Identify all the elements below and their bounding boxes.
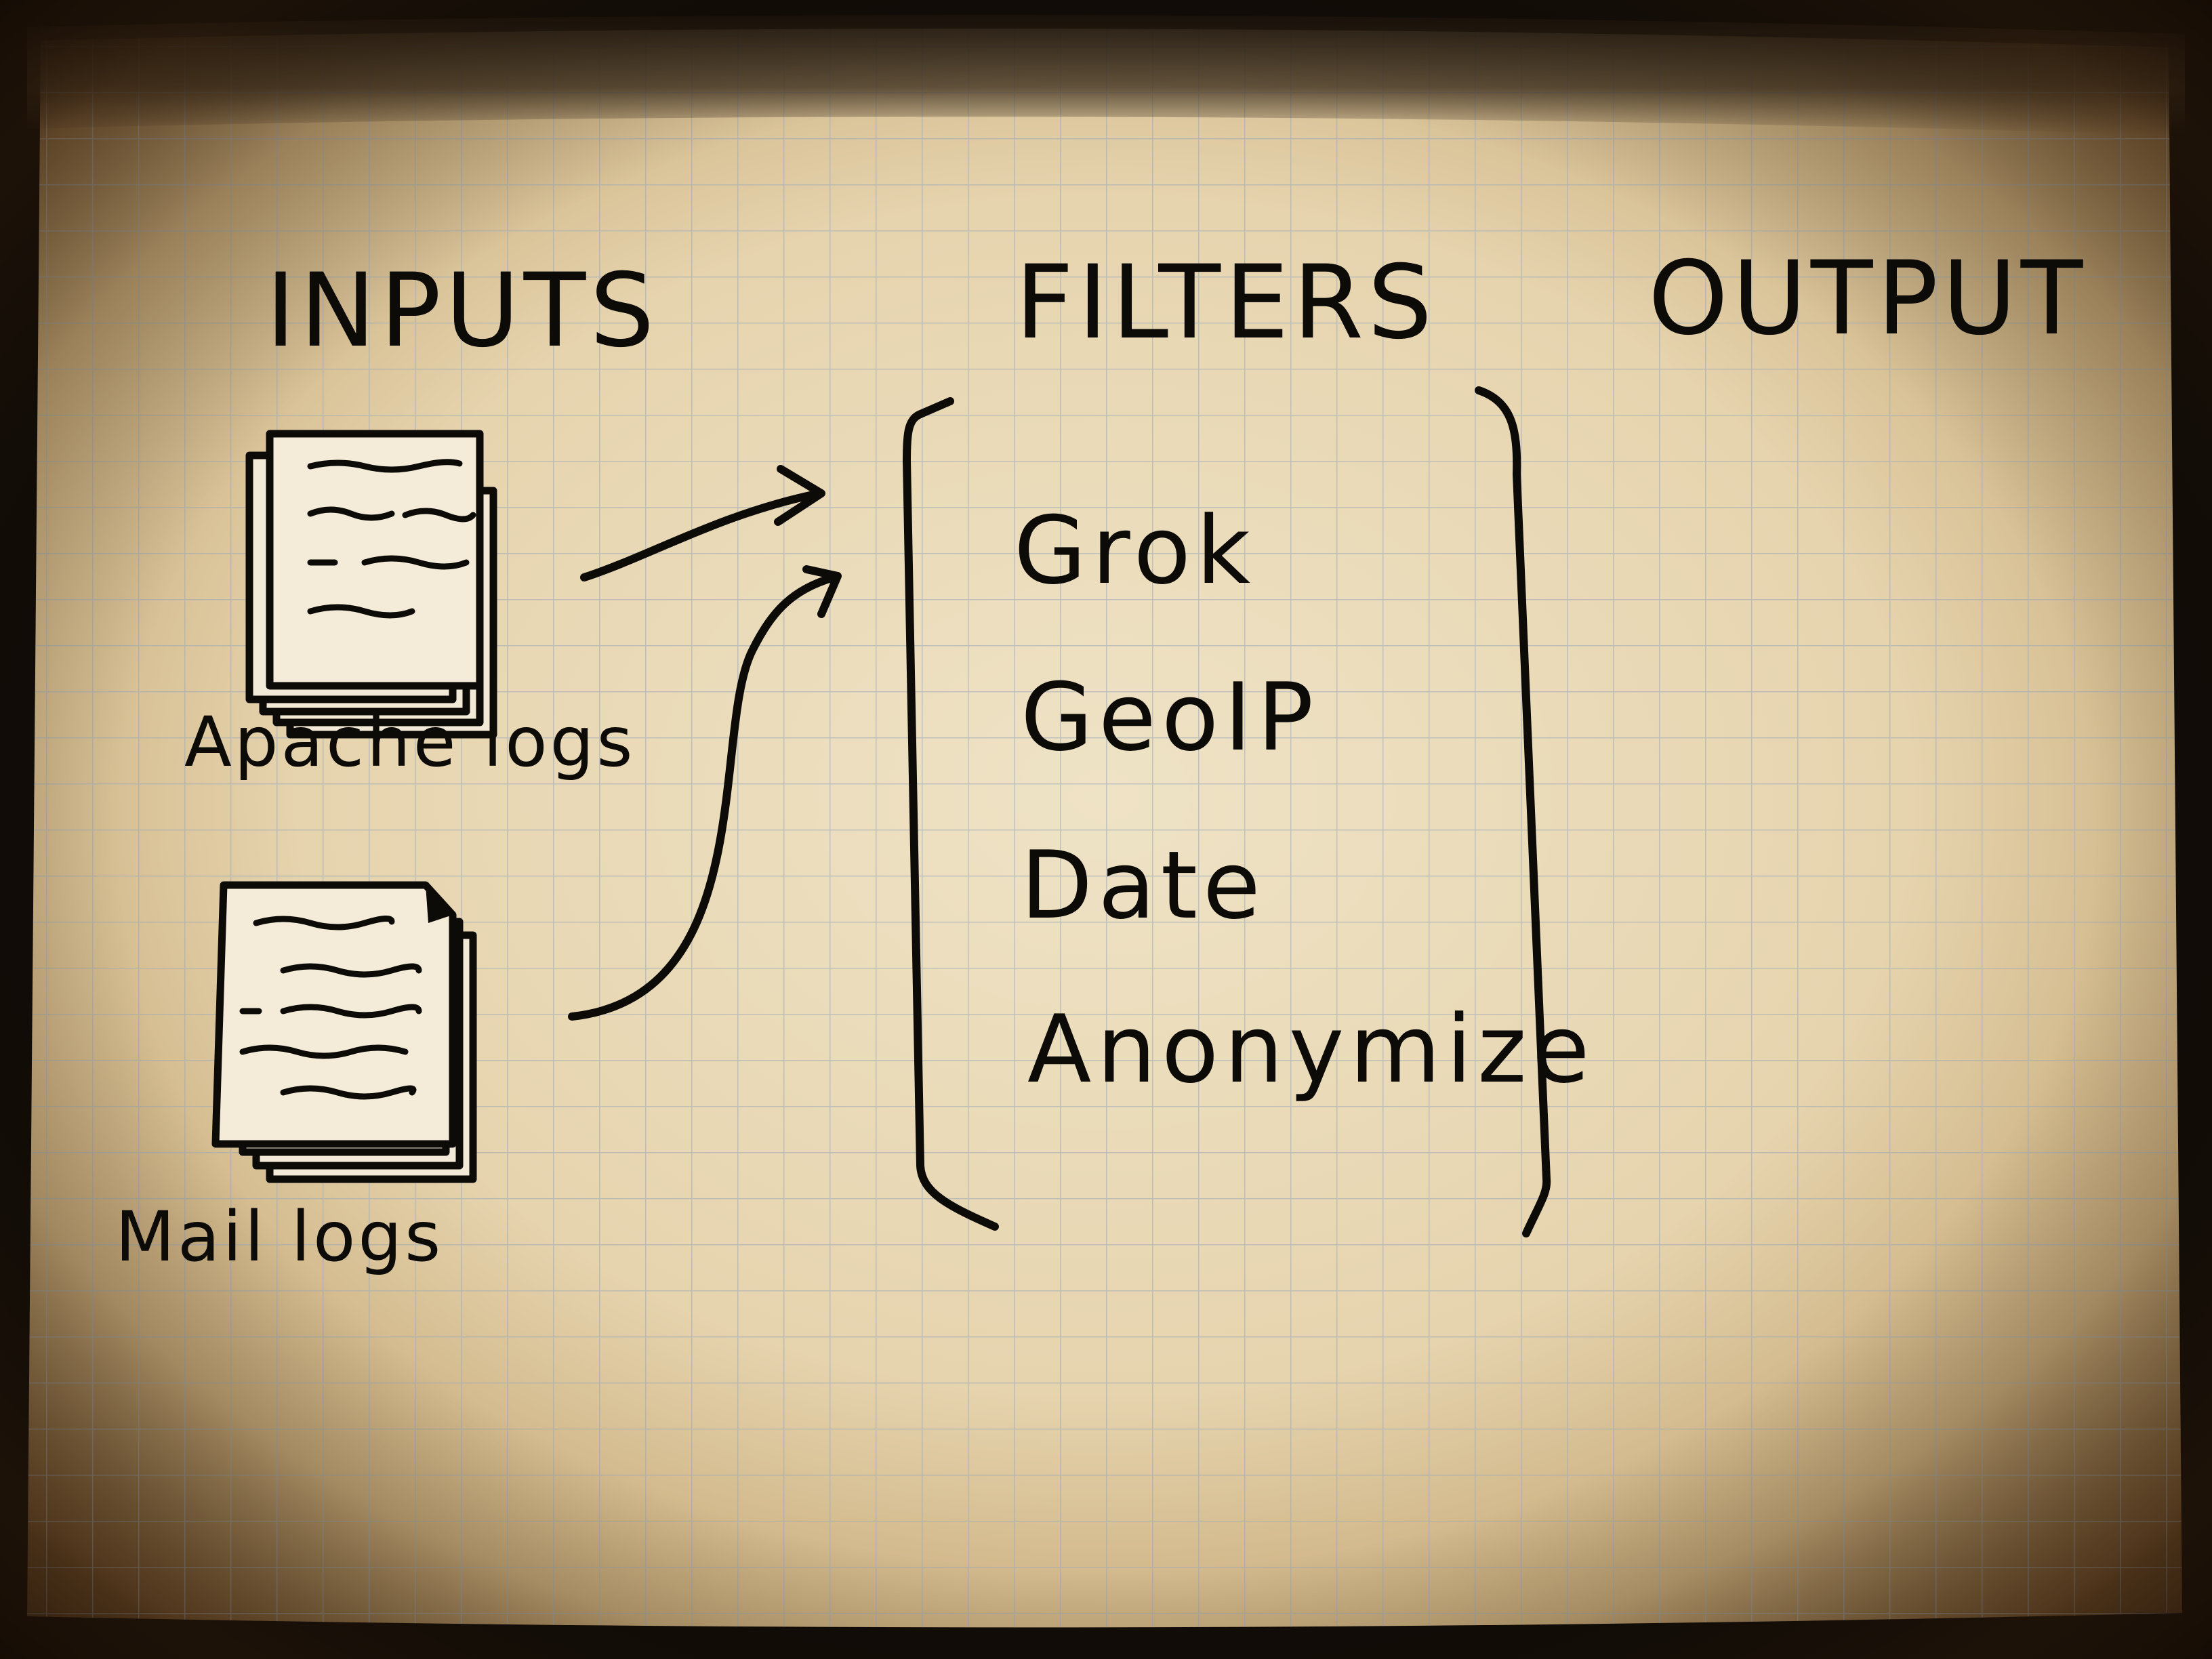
arrow-apache-to-filters [580, 465, 825, 581]
heading-filters: FILTERS [1015, 244, 1436, 362]
input-label-mail: Mail logs [115, 1197, 443, 1277]
filter-item-anonymize: Anonymize [1027, 995, 1595, 1104]
input-label-apache: Apache logs [184, 702, 636, 783]
filter-item-geoip: GeoIP [1021, 663, 1319, 772]
document-stack-icon [211, 881, 473, 1179]
heading-inputs: INPUTS [266, 252, 659, 370]
arrow-mail-to-filters [568, 565, 842, 1021]
heading-output: OUTPUT [1648, 240, 2087, 358]
filter-item-date: Date [1021, 831, 1266, 940]
filters-bracket [903, 386, 1551, 1237]
filter-item-grok: Grok [1014, 496, 1256, 605]
document-stack-icon [249, 430, 493, 735]
